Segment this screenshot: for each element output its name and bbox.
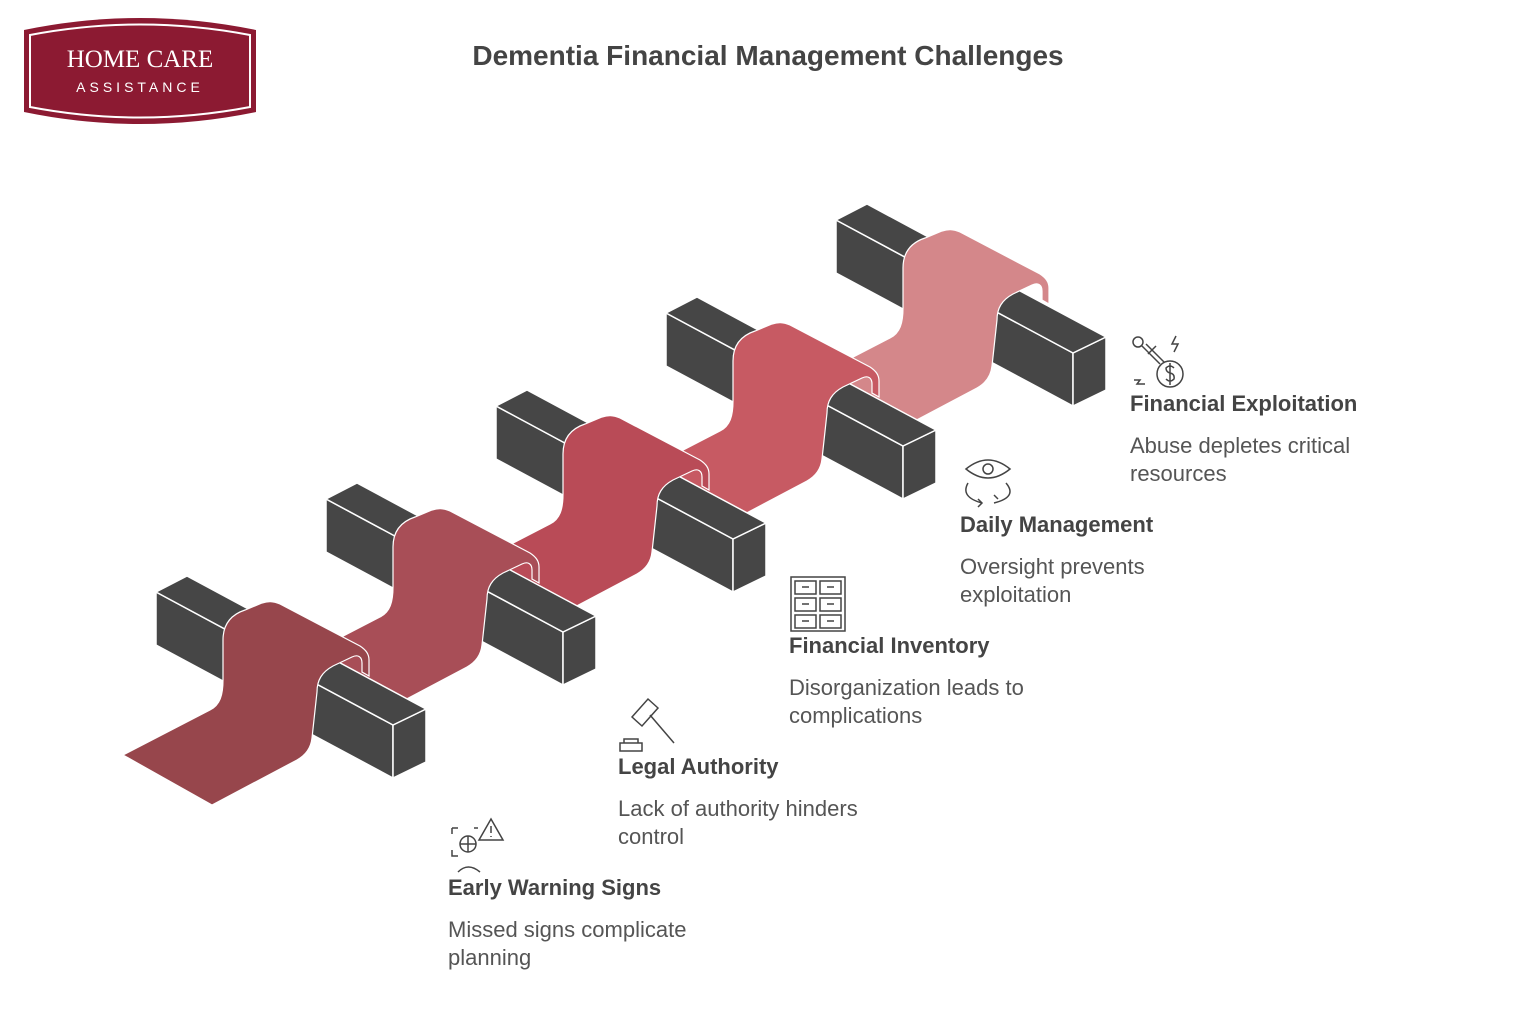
ribbon-step	[121, 601, 370, 806]
step-financial-exploitation: Financial Exploitation Abuse depletes cr…	[1130, 332, 1510, 488]
ribbon-step	[291, 508, 540, 713]
step-heading: Financial Inventory	[789, 633, 990, 658]
step-daily-management: Daily Management Oversight prevents expl…	[960, 453, 1340, 609]
svg-text:ASSISTANCE: ASSISTANCE	[76, 79, 204, 95]
svg-text:HOME CARE: HOME CARE	[67, 46, 214, 73]
step-description: Lack of authority hinders control	[618, 796, 858, 849]
stair-segment-3	[461, 389, 767, 620]
ribbon-step	[631, 322, 880, 527]
step-heading: Financial Exploitation	[1130, 391, 1358, 416]
step-heading: Daily Management	[960, 512, 1154, 537]
gavel-icon	[619, 697, 675, 752]
step-financial-inventory: Financial Inventory Disorganization lead…	[789, 574, 1169, 730]
filing-cabinet-icon	[790, 576, 846, 632]
step-description: Missed signs complicate planning	[448, 917, 687, 970]
warning-sign-icon	[451, 817, 505, 873]
step-description: Disorganization leads to complications	[789, 675, 1024, 728]
eye-cycle-icon	[964, 459, 1012, 508]
step-heading: Legal Authority	[618, 754, 779, 779]
step-heading: Early Warning Signs	[448, 875, 662, 900]
step-early-warning-signs: Early Warning Signs Missed signs complic…	[448, 816, 828, 972]
stair-segment-2	[291, 482, 597, 713]
ribbon-step	[461, 415, 710, 620]
money-theft-icon	[1132, 335, 1184, 388]
step-description: Oversight prevents exploitation	[960, 554, 1145, 607]
page-title: Dementia Financial Management Challenges	[472, 40, 1064, 71]
stair-segment-1	[121, 575, 427, 806]
stair-segment-5	[801, 203, 1107, 434]
stair-segment-4	[631, 296, 937, 527]
step-description: Abuse depletes critical resources	[1130, 433, 1351, 486]
home-care-assistance-logo: HOME CARE ASSISTANCE	[24, 18, 256, 124]
ribbon-step	[801, 229, 1050, 434]
step-legal-authority: Legal Authority Lack of authority hinder…	[618, 695, 998, 851]
